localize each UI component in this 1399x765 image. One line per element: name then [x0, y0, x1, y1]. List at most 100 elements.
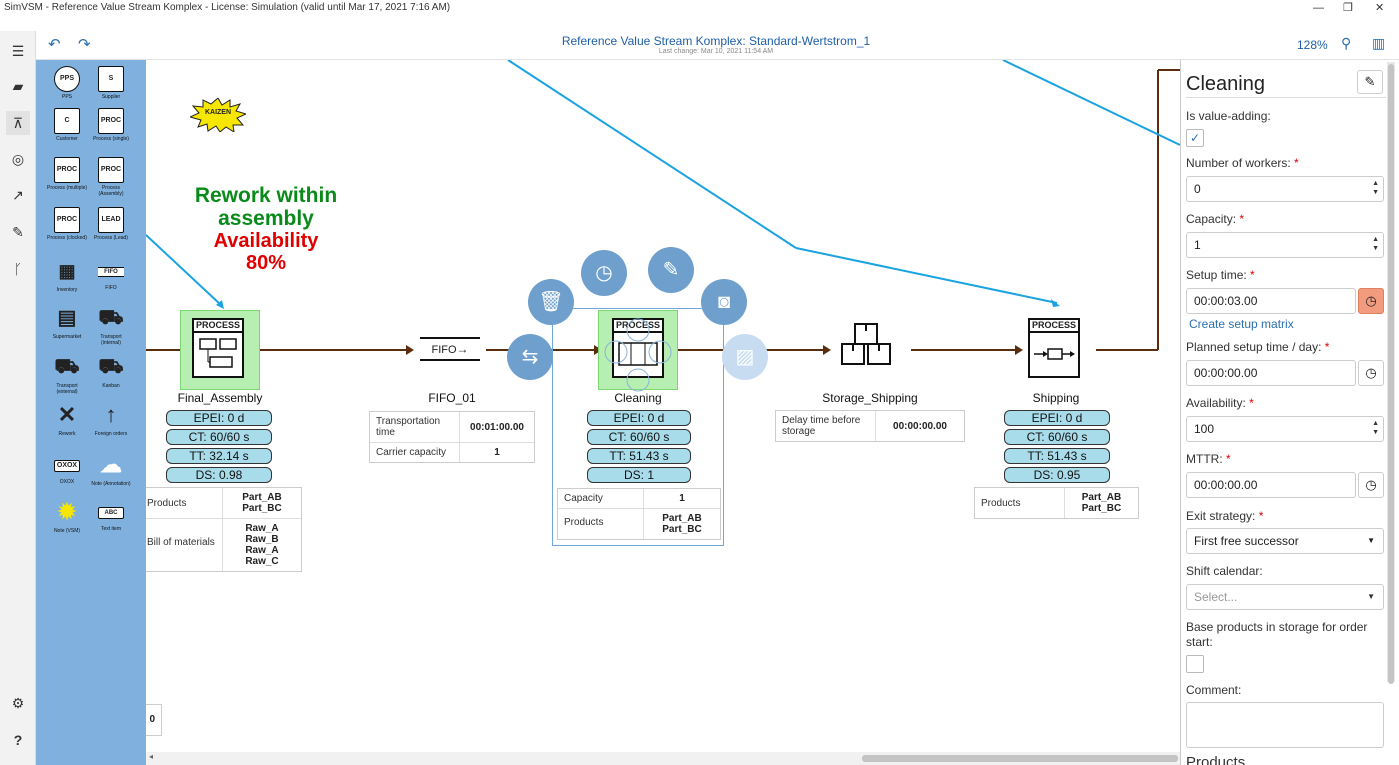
- hamburger-menu-icon[interactable]: ☰: [11, 43, 25, 59]
- pencil-action-icon[interactable]: ✎: [648, 247, 694, 293]
- planned-setup-clock-icon[interactable]: ◷: [1358, 360, 1384, 386]
- process-single-icon: PROC: [98, 108, 124, 134]
- palette-item-kanban[interactable]: ⛟Kanban: [98, 356, 124, 389]
- minimize-button[interactable]: —: [1313, 2, 1324, 14]
- fifo-icon: FIFO: [98, 267, 124, 277]
- shipping-process-icon[interactable]: PROCESS: [1028, 318, 1080, 378]
- clock-action-icon[interactable]: ◷: [581, 250, 627, 296]
- panel-scrollbar[interactable]: [1387, 62, 1395, 684]
- comment-textarea[interactable]: [1186, 702, 1384, 748]
- workers-input[interactable]: 0▲▼: [1186, 176, 1384, 202]
- search-icon[interactable]: ⚲: [1341, 35, 1352, 51]
- availability-input[interactable]: 100▲▼: [1186, 416, 1384, 442]
- create-setup-matrix-link[interactable]: Create setup matrix: [1189, 317, 1294, 331]
- spinner-icon: ▲▼: [1372, 180, 1379, 196]
- lifebuoy-icon[interactable]: ◎: [11, 151, 25, 167]
- swap-action-icon[interactable]: ⇆: [507, 334, 553, 380]
- camera-action-icon[interactable]: ◙: [701, 279, 747, 325]
- shipping-name: Shipping: [1032, 391, 1080, 405]
- palette-item-note-annotation[interactable]: ☁Note (Annotation): [91, 452, 131, 488]
- fifo-lane-icon[interactable]: FIFO→: [420, 337, 480, 361]
- undo-icon[interactable]: ↶: [48, 36, 61, 53]
- wrench-icon[interactable]: ✎: [12, 224, 24, 240]
- forklift-icon: ⛟: [98, 307, 124, 329]
- value-adding-checkbox[interactable]: ✓: [1186, 129, 1204, 147]
- shipping-epei: EPEI: 0 d: [1004, 410, 1110, 426]
- trash-action-icon[interactable]: 🗑: [528, 279, 574, 325]
- image-action-icon[interactable]: ▨: [722, 334, 768, 380]
- assembly-symbol-icon: [199, 338, 237, 368]
- palette-item-transport-external[interactable]: ⛟Transport (external): [54, 356, 80, 395]
- close-button[interactable]: ✕: [1375, 2, 1385, 14]
- mttr-clock-icon[interactable]: ◷: [1358, 472, 1384, 498]
- info-arrowhead: [1051, 299, 1060, 307]
- chart-icon[interactable]: ↗: [12, 187, 24, 203]
- spinner-icon: ▲▼: [1372, 420, 1379, 436]
- annotation-note[interactable]: Rework within assembly Availability 80%: [194, 184, 338, 274]
- setup-clock-icon[interactable]: ◷: [1358, 288, 1384, 314]
- map-icon[interactable]: ▥: [1372, 35, 1386, 51]
- vsm-canvas[interactable]: KAIZEN Rework within assembly Availabili…: [146, 60, 1180, 765]
- palette-item-note-vsm[interactable]: ✹Note (VSM): [53, 499, 81, 535]
- inventory-icon: ▦: [58, 261, 76, 281]
- settings-gear-icon[interactable]: ⚙: [11, 695, 25, 711]
- base-products-checkbox[interactable]: [1186, 655, 1204, 673]
- branch-icon[interactable]: ᚴ: [13, 261, 23, 277]
- cleaning-epei: EPEI: 0 d: [587, 410, 691, 426]
- supermarket-icon: ▤: [57, 307, 77, 329]
- planned-setup-input[interactable]: 00:00:00.00: [1186, 360, 1356, 386]
- scrollbar-thumb[interactable]: [862, 755, 1178, 762]
- redo-icon[interactable]: ↷: [78, 36, 91, 53]
- shift-calendar-select[interactable]: Select...▼: [1186, 584, 1384, 610]
- canvas-horizontal-scrollbar[interactable]: ◂: [146, 752, 1180, 765]
- spinner-icon: ▲▼: [1372, 236, 1379, 252]
- storage-boxes-icon[interactable]: [838, 322, 898, 370]
- info-line: [146, 234, 222, 306]
- flow-arrowhead: [823, 345, 831, 355]
- final-assembly-process-icon[interactable]: PROCESS: [192, 318, 244, 378]
- scrollbar-thumb[interactable]: [1388, 64, 1394, 684]
- cleaning-process-icon[interactable]: PROCESS: [612, 318, 664, 378]
- capacity-input[interactable]: 1▲▼: [1186, 232, 1384, 258]
- flow-arrowhead: [1015, 345, 1023, 355]
- setup-time-input[interactable]: 00:00:03.00: [1186, 288, 1356, 314]
- palette-item-supermarket[interactable]: ▤Supermarket: [52, 307, 82, 340]
- palette-item-rework[interactable]: ✕Rework: [47, 403, 87, 438]
- palette-item-foreign-orders[interactable]: ↑Foreign orders: [94, 402, 128, 438]
- palette-item-transport-internal[interactable]: ⛟Transport (internal): [98, 307, 124, 346]
- help-question-icon[interactable]: ?: [13, 732, 23, 748]
- single-process-symbol-icon: [1034, 348, 1075, 360]
- mttr-input[interactable]: 00:00:00.00: [1186, 472, 1356, 498]
- maximize-button[interactable]: ❐: [1343, 2, 1353, 14]
- edit-pencil-icon[interactable]: ✎: [1357, 70, 1383, 94]
- cleaning-name: Cleaning: [614, 391, 662, 405]
- zoom-level[interactable]: 128%: [1297, 38, 1328, 52]
- resize-handles[interactable]: [594, 308, 682, 398]
- kaizen-burst[interactable]: KAIZEN: [188, 97, 248, 133]
- hierarchy-icon[interactable]: ⊼: [6, 111, 30, 135]
- scroll-left-icon[interactable]: ◂: [149, 752, 154, 761]
- arrow-up-icon: ↑: [105, 402, 117, 427]
- folder-open-icon[interactable]: ▰: [12, 78, 24, 94]
- exit-strategy-select[interactable]: First free successor▼: [1186, 528, 1384, 554]
- kaizen-label: KAIZEN: [204, 109, 232, 116]
- palette-item-inventory[interactable]: ▦Inventory: [47, 259, 87, 293]
- info-line: [795, 247, 1058, 304]
